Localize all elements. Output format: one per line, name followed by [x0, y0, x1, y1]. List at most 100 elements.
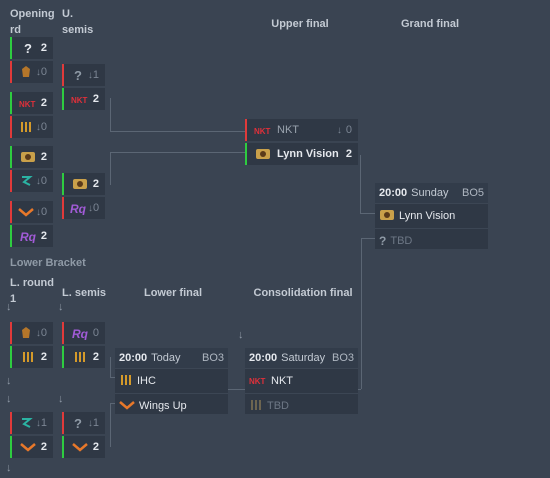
team-row[interactable]: Rq ↓ 0 [62, 197, 105, 219]
team-row[interactable]: 2 [62, 346, 105, 368]
team-logo-icon [18, 64, 34, 80]
score: 2 [40, 42, 47, 54]
header-upper-semis: U. semis [62, 8, 94, 36]
score: 2 [92, 93, 99, 105]
team-row[interactable]: 2 [10, 436, 53, 458]
match-format: BO3 [331, 352, 354, 364]
connector-line [110, 98, 111, 131]
connector-line [110, 152, 245, 153]
score: 0 [92, 327, 99, 339]
team-name: Lynn Vision [399, 210, 456, 222]
team-row[interactable]: ? ↓ 1 [62, 412, 105, 434]
team-row[interactable]: ? ↓ 1 [62, 64, 105, 86]
unknown-team-icon: ? [73, 67, 82, 83]
team-name: NKT [271, 375, 293, 387]
svg-text:Rq: Rq [72, 327, 88, 340]
score: 1 [40, 417, 47, 429]
match-header: 20:00 Sunday BO5 [375, 183, 488, 203]
match-day: Saturday [281, 352, 326, 364]
connector-line [361, 238, 362, 389]
team-name: IHC [137, 375, 156, 387]
ihc-logo-icon [70, 349, 90, 365]
team-row[interactable]: ↓ 0 [10, 201, 53, 223]
down-arrow-icon: ↓ [87, 69, 93, 81]
svg-text:NKT: NKT [19, 100, 36, 108]
score: 0 [40, 121, 47, 133]
team-row[interactable]: Rq 2 [10, 225, 53, 247]
match-time: 20:00 [249, 352, 278, 364]
ihc-logo-icon [119, 373, 133, 390]
lower-final-match[interactable]: 20:00 Today BO3 IHC Wings Up [115, 348, 228, 414]
down-arrow-icon: ↓ [87, 417, 93, 429]
down-arrow-icon: ↓ [35, 66, 41, 78]
ihc-logo-icon [18, 119, 34, 135]
score: 1 [92, 417, 99, 429]
unknown-team-icon: ? [24, 40, 32, 56]
down-arrow-icon: ↓ [58, 393, 64, 405]
score: 2 [40, 441, 47, 453]
down-arrow-icon: ↓ [88, 202, 93, 214]
score: 1 [92, 69, 99, 81]
down-arrow-icon: ↓ [6, 462, 12, 474]
svg-text:Rq: Rq [20, 230, 36, 243]
unknown-team-icon: ? [379, 234, 387, 248]
team-row[interactable]: 2 [62, 173, 105, 195]
team-row[interactable]: NKT 2 [62, 88, 105, 110]
team-row[interactable]: 2 [10, 346, 53, 368]
lynn-vision-logo-icon [253, 146, 273, 162]
connector-line [110, 152, 111, 185]
team-row[interactable]: ↓ 0 [10, 116, 53, 138]
wings-up-logo-icon [18, 439, 38, 455]
match-format: BO3 [201, 352, 224, 364]
svg-text:NKT: NKT [71, 96, 88, 104]
team-name: TBD [267, 400, 289, 412]
svg-text:NKT: NKT [254, 127, 271, 135]
grand-final-match[interactable]: 20:00 Sunday BO5 Lynn Vision ? TBD [375, 183, 488, 249]
down-arrow-icon: ↓ [35, 121, 41, 133]
team-row[interactable]: Lynn Vision [375, 203, 488, 228]
team-row[interactable]: ↓ 0 [10, 61, 53, 83]
wings-up-logo-icon [119, 400, 135, 413]
team-row[interactable]: Rq 0 [62, 322, 105, 344]
score: 2 [92, 441, 99, 453]
down-arrow-icon: ↓ [35, 175, 41, 187]
team-row[interactable]: ? TBD [375, 228, 488, 253]
team-row[interactable]: Lynn Vision 2 [245, 143, 358, 165]
match-day: Today [151, 352, 181, 364]
connector-line [360, 155, 361, 213]
connector-line [361, 238, 375, 239]
team-row[interactable]: NKT NKT [245, 368, 358, 393]
unknown-team-icon: ? [73, 415, 82, 431]
team-row[interactable]: 2 [62, 436, 105, 458]
header-opening-round: Opening rd [10, 8, 55, 36]
team-row[interactable]: ↓ 0 [10, 322, 53, 344]
down-arrow-icon: ↓ [35, 417, 41, 429]
team-row[interactable]: Wings Up [115, 393, 228, 418]
ihc-logo-icon [249, 398, 263, 415]
team-row[interactable]: IHC [115, 368, 228, 393]
team-row[interactable]: ↓ 1 [10, 412, 53, 434]
connector-line [228, 389, 245, 390]
match-header: 20:00 Today BO3 [115, 348, 228, 368]
header-upper-final: Upper final [271, 18, 329, 30]
team-row[interactable]: TBD [245, 393, 358, 418]
down-arrow-icon: ↓ [6, 375, 12, 387]
score: 0 [40, 175, 47, 187]
score: 0 [345, 124, 352, 136]
down-arrow-icon: ↓ [6, 301, 12, 313]
lynn-vision-logo-icon [18, 149, 38, 165]
consolidation-final-match[interactable]: 20:00 Saturday BO3 NKT NKT TBD [245, 348, 358, 414]
down-arrow-icon: ↓ [36, 206, 41, 218]
team-row[interactable]: ↓ 0 [10, 170, 53, 192]
score: 2 [40, 230, 47, 242]
team-name: NKT [277, 124, 299, 136]
connector-line [110, 403, 111, 447]
team-row[interactable]: ? 2 [10, 37, 53, 59]
team-row[interactable]: NKT NKT ↓ 0 [245, 119, 358, 141]
match-format: BO5 [461, 187, 484, 199]
team-row[interactable]: 2 [10, 146, 53, 168]
match-time: 20:00 [379, 187, 408, 199]
team-row[interactable]: NKT 2 [10, 92, 53, 114]
connector-line [110, 357, 111, 377]
team-logo-icon [18, 173, 34, 189]
